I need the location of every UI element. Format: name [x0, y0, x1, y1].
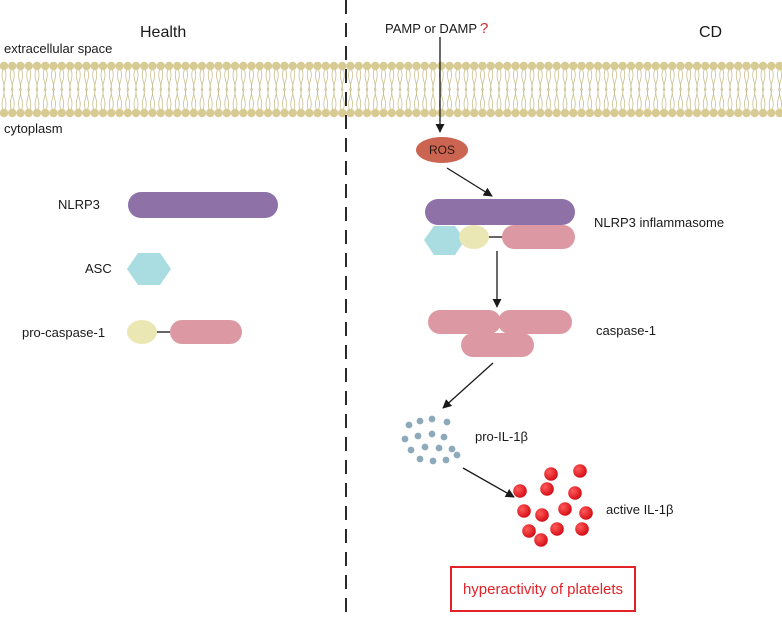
procaspase-card-domain [127, 320, 157, 344]
inflammasome-asc [424, 226, 465, 255]
caspase-1-complex [428, 310, 572, 357]
question-mark: ? [479, 20, 489, 37]
stimulus-text: PAMP or DAMP [385, 21, 477, 36]
ros-shape [416, 137, 468, 163]
caspase-subunit-right [498, 310, 572, 334]
inflammasome-card [459, 225, 489, 249]
inflammasome-nlrp3 [425, 199, 575, 225]
cd-header: CD [699, 24, 723, 41]
active-il-1b-label: active IL-1β [606, 502, 674, 517]
nlrp3-inflammasome-complex [424, 199, 575, 255]
health-header: Health [140, 24, 187, 41]
cytoplasm-label: cytoplasm [4, 121, 63, 136]
asc-shape [127, 253, 171, 285]
nlrp3-shape [128, 192, 278, 218]
active-il-1b-dots [513, 464, 593, 547]
ros-label: ROS [428, 143, 455, 157]
extracellular-space-label: extracellular space [4, 41, 113, 56]
caspase-1-label: caspase-1 [596, 323, 656, 338]
pro-to-active-il-arrow [462, 467, 515, 498]
caspase-to-pro-il-arrow [442, 362, 494, 409]
outcome-text: hyperactivity of platelets [462, 580, 624, 598]
procaspase-label: pro-caspase-1 [22, 325, 106, 340]
asc-label: ASC [85, 261, 112, 276]
nlrp3-inflammasome-label: NLRP3 inflammasome [594, 215, 725, 230]
procaspase-body [170, 320, 242, 344]
pro-il-1b-label: pro-IL-1β [475, 429, 528, 444]
caspase-subunit-bottom [461, 333, 534, 357]
stimulus-label: PAMP or DAMP? [385, 21, 488, 36]
inflammasome-caspase [502, 225, 575, 249]
cell-membrane [0, 61, 782, 118]
ros-to-inflammasome-arrow [446, 167, 493, 197]
outcome-box: hyperactivity of platelets [450, 566, 636, 612]
nlrp3-label: NLRP3 [58, 197, 100, 212]
pro-il-1b-dots [401, 415, 461, 465]
caspase-subunit-left [428, 310, 501, 334]
